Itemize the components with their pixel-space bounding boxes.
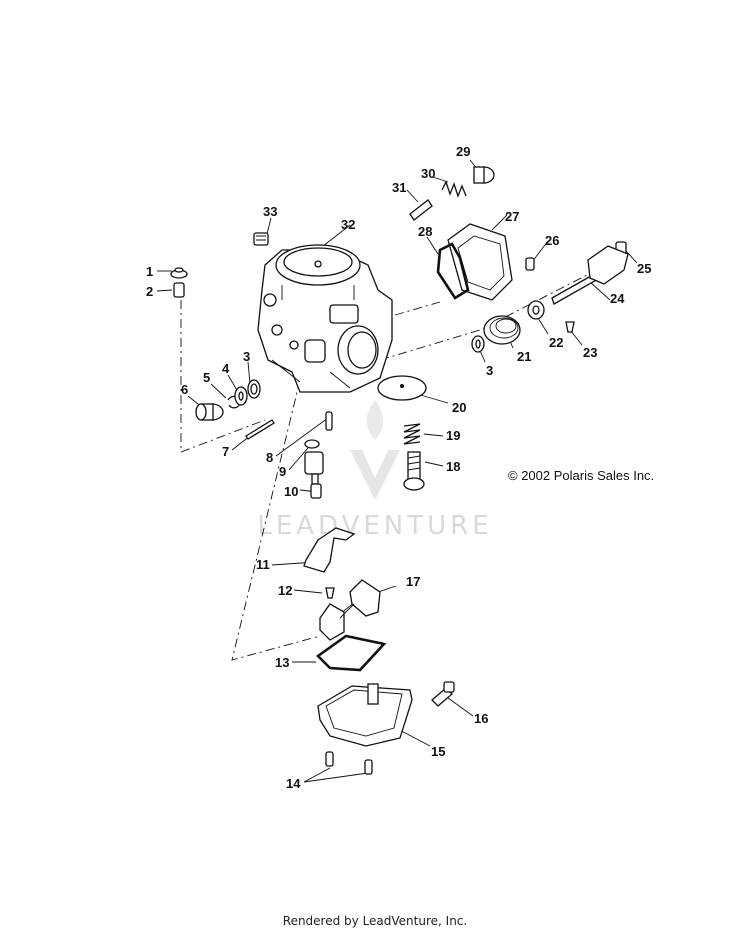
label-5: 5 xyxy=(203,370,210,385)
label-30: 30 xyxy=(421,166,435,181)
label-32: 32 xyxy=(341,217,355,232)
part-14-screws-icon xyxy=(325,751,373,775)
part-31-pilot-screw-icon xyxy=(409,199,433,221)
part-9-o-ring-icon xyxy=(304,439,320,449)
part-15-float-bowl-icon xyxy=(317,683,413,747)
label-8: 8 xyxy=(266,450,273,465)
label-28: 28 xyxy=(418,224,432,239)
label-22: 22 xyxy=(549,335,563,350)
part-19-spring-icon xyxy=(403,423,421,445)
part-11-bracket-icon xyxy=(303,527,356,573)
part-12-screw-icon xyxy=(325,587,335,599)
label-12: 12 xyxy=(278,583,292,598)
part-4-washer-icon xyxy=(234,386,248,406)
part-22-bushing-icon xyxy=(527,300,545,320)
part-33-screw-icon xyxy=(253,232,269,246)
label-33: 33 xyxy=(263,204,277,219)
part-23-screw-icon xyxy=(565,321,575,333)
part-3-o-ring-icon xyxy=(247,379,261,399)
label-18: 18 xyxy=(446,459,460,474)
label-29: 29 xyxy=(456,144,470,159)
part-6-cap-icon xyxy=(195,403,224,421)
part-1-cap-icon xyxy=(170,267,188,279)
label-20: 20 xyxy=(452,400,466,415)
label-15: 15 xyxy=(431,744,445,759)
part-18-screw-icon xyxy=(403,451,425,491)
label-10: 10 xyxy=(284,484,298,499)
part-24-throttle-shaft-icon xyxy=(551,245,629,305)
label-16: 16 xyxy=(474,711,488,726)
label-9: 9 xyxy=(279,464,286,479)
copyright-notice: © 2002 Polaris Sales Inc. xyxy=(508,468,654,483)
label-26: 26 xyxy=(545,233,559,248)
part-13-gasket-icon xyxy=(315,634,387,672)
part-17-float-icon xyxy=(319,579,381,641)
label-14: 14 xyxy=(286,776,301,791)
watermark: LEADVENTURE xyxy=(257,400,492,541)
label-27: 27 xyxy=(505,209,519,224)
label-19: 19 xyxy=(446,428,460,443)
part-32-carburetor-body-icon xyxy=(257,244,393,393)
label-31: 31 xyxy=(392,180,406,195)
watermark-logo-icon xyxy=(350,400,400,500)
part-30-spring-icon xyxy=(441,180,467,198)
part-2-plug-icon xyxy=(173,282,185,298)
footer-credit: Rendered by LeadVenture, Inc. xyxy=(282,914,468,928)
assembly-lines xyxy=(180,257,621,661)
label-3: 3 xyxy=(243,349,250,364)
label-17: 17 xyxy=(406,574,420,589)
parts xyxy=(170,166,629,775)
part-labels: 1 2 3 4 5 6 7 8 9 10 11 12 13 14 15 16 1… xyxy=(146,144,651,791)
label-3-right: 3 xyxy=(486,363,493,378)
part-28-gasket-icon xyxy=(436,242,470,300)
label-21: 21 xyxy=(517,349,531,364)
label-4: 4 xyxy=(222,361,230,376)
part-16-screw-icon xyxy=(431,681,455,707)
part-27-cover-icon xyxy=(447,223,513,301)
label-25: 25 xyxy=(637,261,651,276)
part-29-cap-icon xyxy=(473,166,495,184)
part-26-screw-icon xyxy=(525,257,535,271)
part-21-spring-icon xyxy=(483,315,521,345)
part-10-jet-holder-icon xyxy=(304,451,324,499)
label-23: 23 xyxy=(583,345,597,360)
label-1: 1 xyxy=(146,264,153,279)
part-3-o-ring-right-icon xyxy=(471,335,485,353)
label-13: 13 xyxy=(275,655,289,670)
part-7-pin-icon xyxy=(245,419,275,440)
label-6: 6 xyxy=(181,382,188,397)
part-20-diaphragm-icon xyxy=(377,375,427,401)
label-24: 24 xyxy=(610,291,625,306)
watermark-text: LEADVENTURE xyxy=(257,511,492,541)
label-7: 7 xyxy=(222,444,229,459)
label-2: 2 xyxy=(146,284,153,299)
part-8-jet-icon xyxy=(325,411,333,431)
label-11: 11 xyxy=(256,557,270,572)
